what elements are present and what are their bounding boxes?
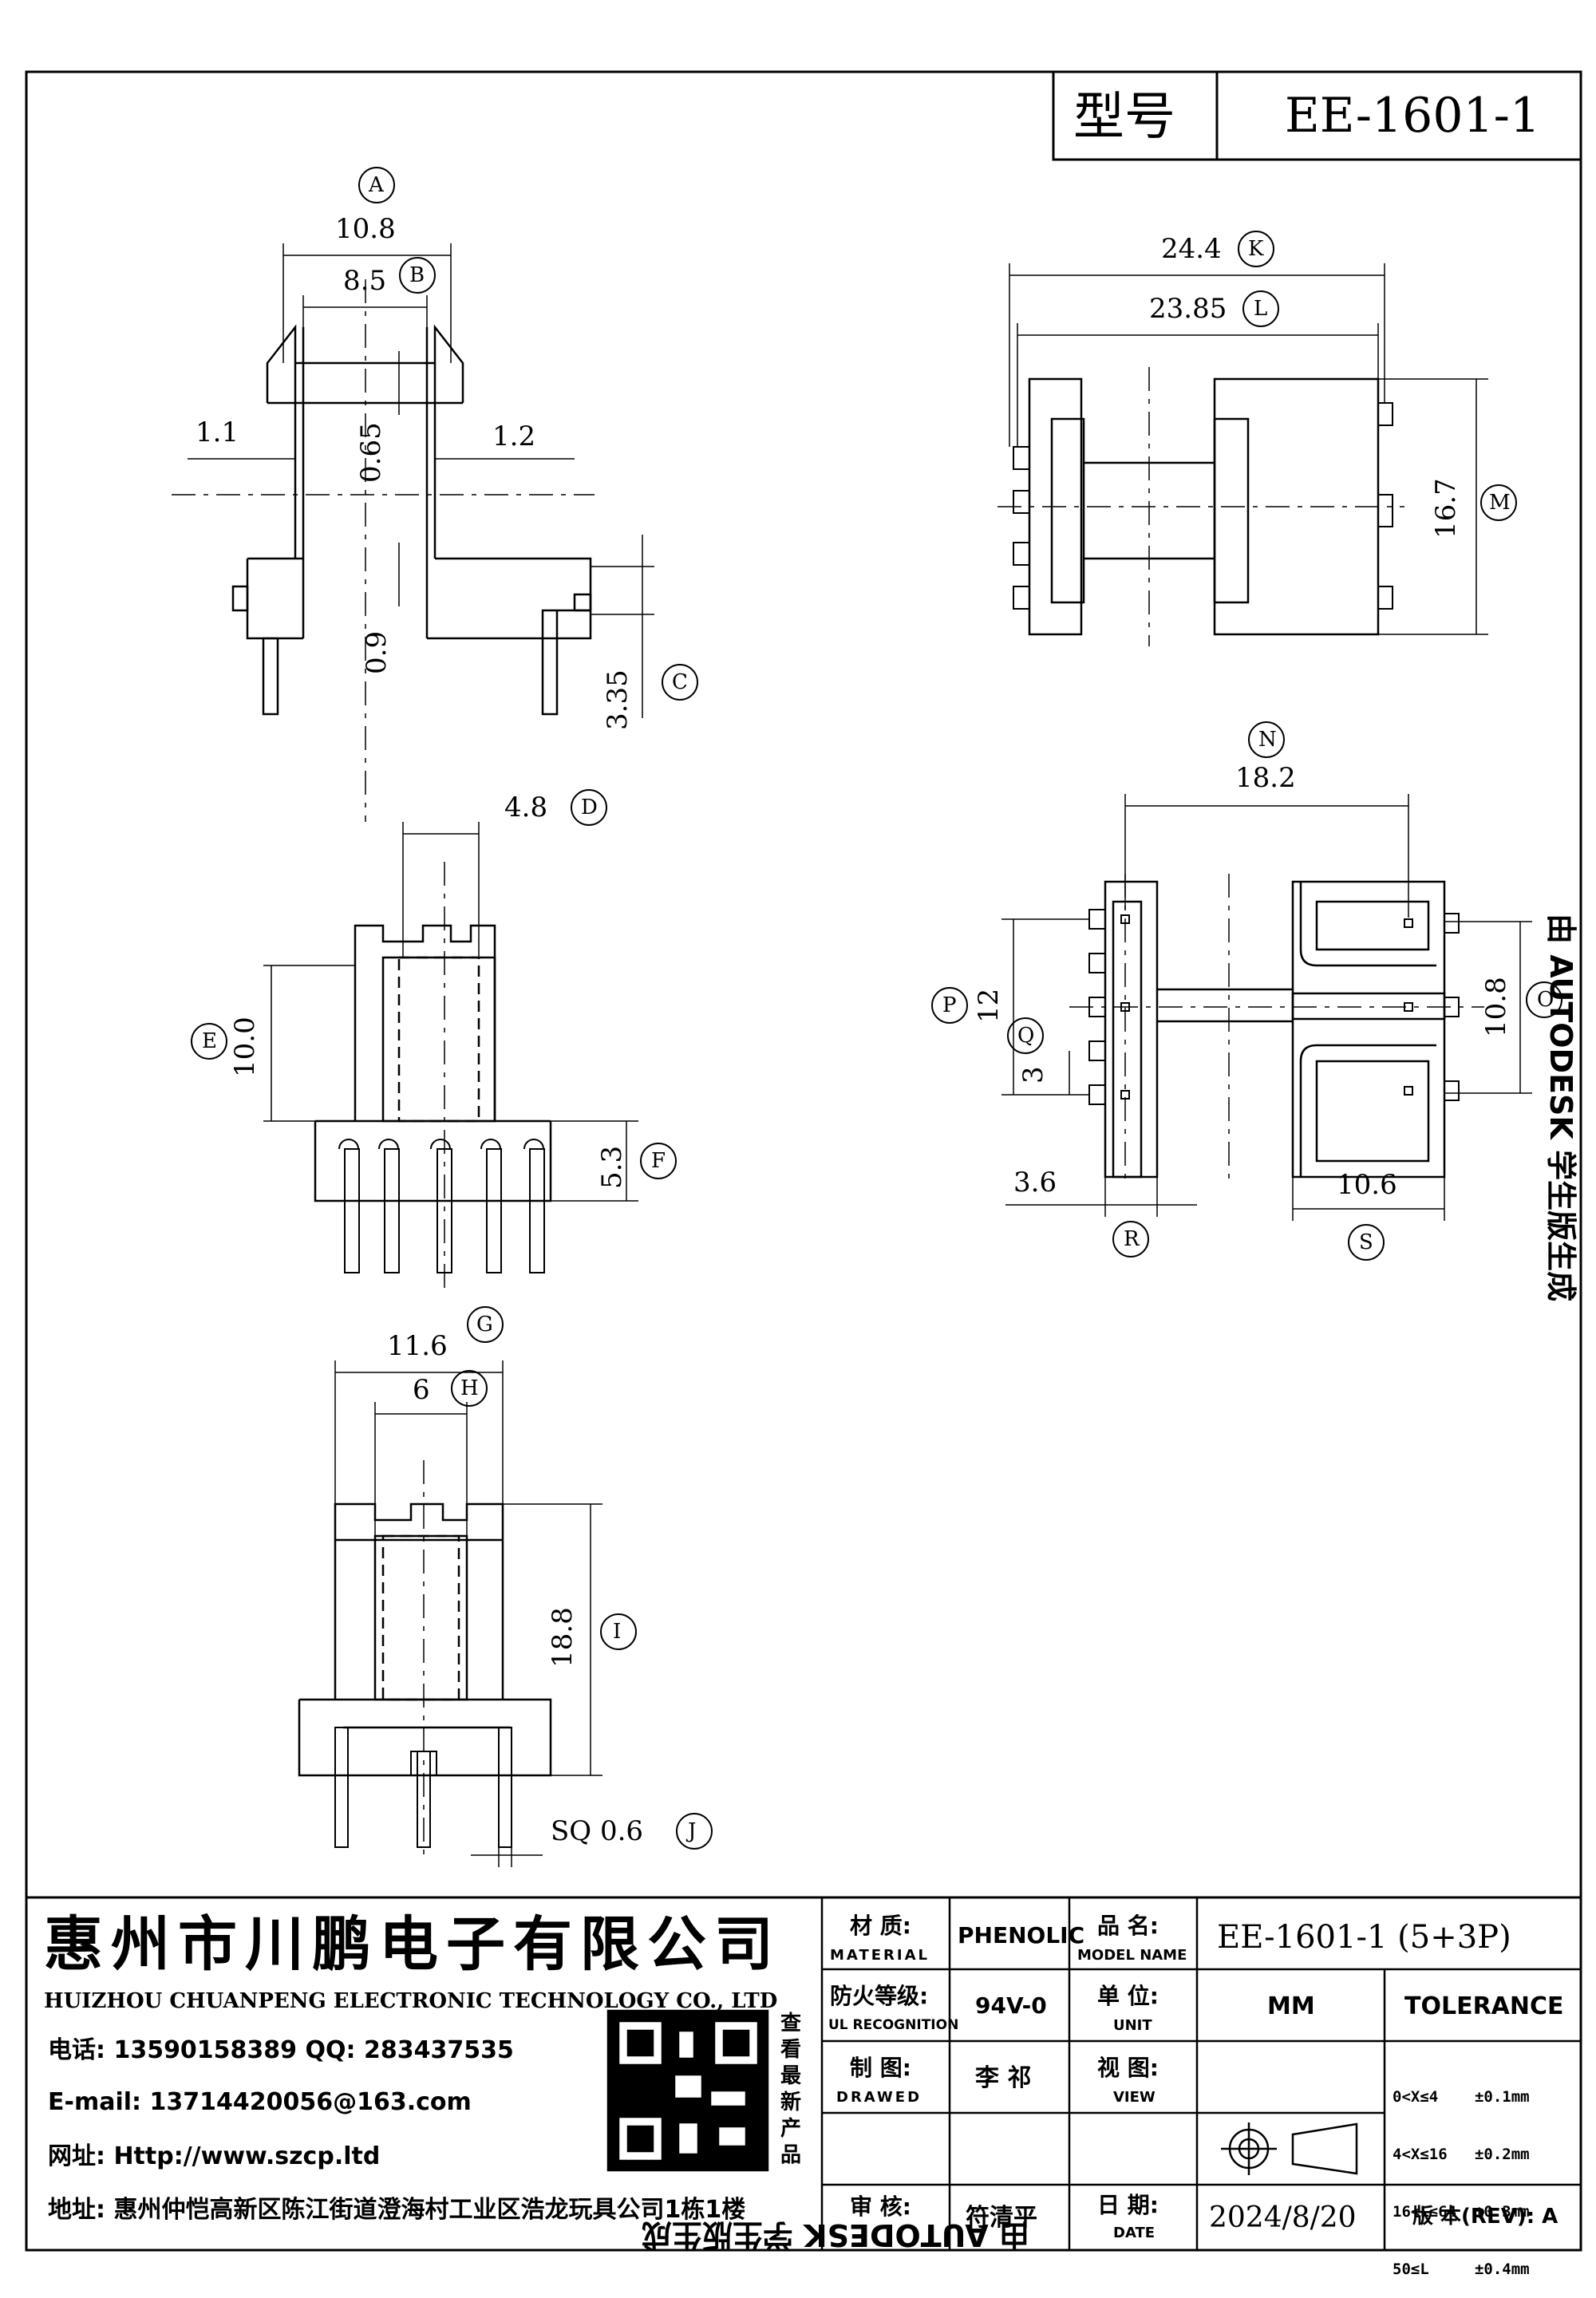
watermark-side: 由 AUTODESK 学生版生成 bbox=[1543, 914, 1578, 1302]
callout-B: B bbox=[409, 263, 425, 287]
callout-P: P bbox=[942, 993, 957, 1017]
callout-S: S bbox=[1359, 1230, 1373, 1254]
tolerance-row: 4<X≤16 ±0.2mm bbox=[1393, 2146, 1530, 2163]
dim-O-value: 10.8 bbox=[1480, 977, 1512, 1037]
callout-Q: Q bbox=[1017, 1024, 1035, 1048]
drawed-value: 李 祁 bbox=[975, 2064, 1032, 2092]
material-value: PHENOLIC bbox=[958, 1922, 1085, 1949]
tolerance-table: 0<X≤4 ±0.1mm 4<X≤16 ±0.2mm 16<L≤64 ±0.3m… bbox=[1393, 2049, 1530, 2298]
tolerance-row: 16<L≤64 ±0.3mm bbox=[1393, 2203, 1530, 2221]
tolerance-label: TOLERANCE bbox=[1404, 1992, 1564, 2020]
company-name-cn: 惠州市川鹏电子有限公司 bbox=[44, 1910, 781, 1979]
dim-S-value: 10.6 bbox=[1337, 1169, 1397, 1201]
company-name-en: HUIZHOU CHUANPENG ELECTRONIC TECHNOLOGY … bbox=[44, 1989, 778, 2013]
model-name-value: EE-1601-1 (5+3P) bbox=[1217, 1919, 1511, 1956]
dimension-callouts bbox=[191, 167, 1562, 1850]
model-label: 型号 bbox=[1073, 88, 1175, 147]
ul-label-en: UL RECOGNITION bbox=[828, 2017, 959, 2033]
callout-N: N bbox=[1258, 728, 1277, 752]
qr-caption: 查 看 最 新 产 品 bbox=[780, 2011, 804, 2169]
callout-K: K bbox=[1248, 237, 1264, 261]
title-block-grid bbox=[606, 1897, 1581, 2250]
dim-R-value: 3.6 bbox=[1013, 1167, 1057, 1198]
callout-C: C bbox=[672, 670, 688, 694]
model-number: EE-1601-1 bbox=[1285, 88, 1541, 144]
top-view-top-right bbox=[998, 263, 1488, 646]
tolerance-row: 0<X≤4 ±0.1mm bbox=[1393, 2088, 1530, 2106]
callout-R: R bbox=[1124, 1227, 1140, 1251]
check-value: 符清平 bbox=[966, 2204, 1037, 2232]
drawed-label-cn: 制 图: bbox=[850, 2055, 911, 2081]
dim-L-value: 23.85 bbox=[1149, 293, 1227, 325]
dim-0.65-value: 0.65 bbox=[355, 422, 387, 483]
unit-value: MM bbox=[1267, 1992, 1315, 2020]
dim-K-value: 24.4 bbox=[1161, 233, 1222, 265]
unit-label-en: UNIT bbox=[1113, 2017, 1152, 2034]
revision-label: 版 本(REV): A bbox=[1412, 2205, 1558, 2229]
material-label-en: MATERIAL bbox=[830, 1947, 930, 1964]
sheet-border bbox=[25, 70, 1582, 2252]
dim-H-value: 6 bbox=[413, 1374, 430, 1406]
dim-Q-value: 3 bbox=[1017, 1066, 1049, 1084]
callout-E: E bbox=[202, 1029, 217, 1053]
callout-M: M bbox=[1489, 491, 1511, 515]
ul-value: 94V-0 bbox=[975, 1992, 1047, 2019]
qr-caption-4: 新 bbox=[780, 2091, 802, 2114]
view-label-en: VIEW bbox=[1113, 2089, 1156, 2106]
drawed-label-en: DRAWED bbox=[836, 2089, 922, 2106]
qr-caption-1: 查 bbox=[780, 2012, 802, 2035]
company-website: 网址: Http://www.szcp.ltd bbox=[48, 2142, 381, 2170]
dim-E-value: 10.0 bbox=[229, 1017, 261, 1077]
ul-label-cn: 防火等级: bbox=[830, 1983, 929, 2009]
company-email: E-mail: 13714420056@163.com bbox=[48, 2088, 472, 2116]
dim-F-value: 5.3 bbox=[596, 1145, 628, 1189]
company-phone: 电话: 13590158389 QQ: 283437535 bbox=[48, 2036, 514, 2064]
check-label-cn: 审 核: bbox=[850, 2193, 911, 2220]
material-label-cn: 材 质: bbox=[850, 1913, 911, 1939]
bottom-view-middle-right bbox=[1001, 794, 1532, 1221]
callout-F: F bbox=[651, 1149, 666, 1173]
callout-J: J bbox=[688, 1819, 697, 1843]
date-label-cn: 日 期: bbox=[1097, 2192, 1159, 2218]
dim-1.2-value: 1.2 bbox=[492, 421, 536, 452]
side-view-top-left bbox=[172, 243, 654, 822]
tolerance-row: 50≤L ±0.4mm bbox=[1393, 2260, 1530, 2278]
model-name-label-en: MODEL NAME bbox=[1077, 1947, 1187, 1964]
dim-B-value: 8.5 bbox=[343, 265, 387, 297]
model-name-label-cn: 品 名: bbox=[1097, 1913, 1159, 1939]
qr-caption-2: 看 bbox=[780, 2038, 802, 2062]
dim-I-value: 18.8 bbox=[547, 1607, 579, 1668]
callout-I: I bbox=[613, 1620, 622, 1644]
dim-N-value: 18.2 bbox=[1235, 762, 1296, 794]
qr-caption-5: 产 bbox=[780, 2117, 802, 2141]
end-view-bottom-left bbox=[298, 1360, 602, 1867]
dim-1.1-value: 1.1 bbox=[196, 417, 239, 448]
callout-D: D bbox=[581, 796, 598, 819]
qr-caption-3: 最 bbox=[780, 2064, 802, 2088]
callout-A: A bbox=[369, 173, 384, 197]
callout-O: O bbox=[1537, 988, 1555, 1012]
dim-D-value: 4.8 bbox=[504, 792, 548, 823]
date-label-en: DATE bbox=[1113, 2225, 1156, 2241]
dim-C-value: 3.35 bbox=[602, 669, 634, 730]
dim-M-value: 16.7 bbox=[1430, 478, 1462, 539]
callout-L: L bbox=[1254, 297, 1268, 321]
dim-G-value: 11.6 bbox=[387, 1330, 448, 1362]
view-label-cn: 视 图: bbox=[1097, 2055, 1159, 2081]
unit-label-cn: 单 位: bbox=[1097, 1983, 1159, 2009]
date-value: 2024/8/20 bbox=[1209, 2201, 1357, 2234]
company-address: 地址: 惠州仲恺高新区陈江街道澄海村工业区浩龙玩具公司1栋1楼 bbox=[48, 2196, 746, 2224]
dim-J-value: SQ 0.6 bbox=[551, 1815, 644, 1847]
dim-P-value: 12 bbox=[973, 988, 1005, 1023]
qr-caption-6: 品 bbox=[780, 2143, 802, 2167]
dim-A-value: 10.8 bbox=[335, 213, 396, 245]
dim-0.9-value: 0.9 bbox=[361, 630, 393, 674]
front-view-middle-left bbox=[263, 822, 638, 1293]
callout-H: H bbox=[460, 1376, 479, 1400]
callout-G: G bbox=[476, 1313, 493, 1337]
